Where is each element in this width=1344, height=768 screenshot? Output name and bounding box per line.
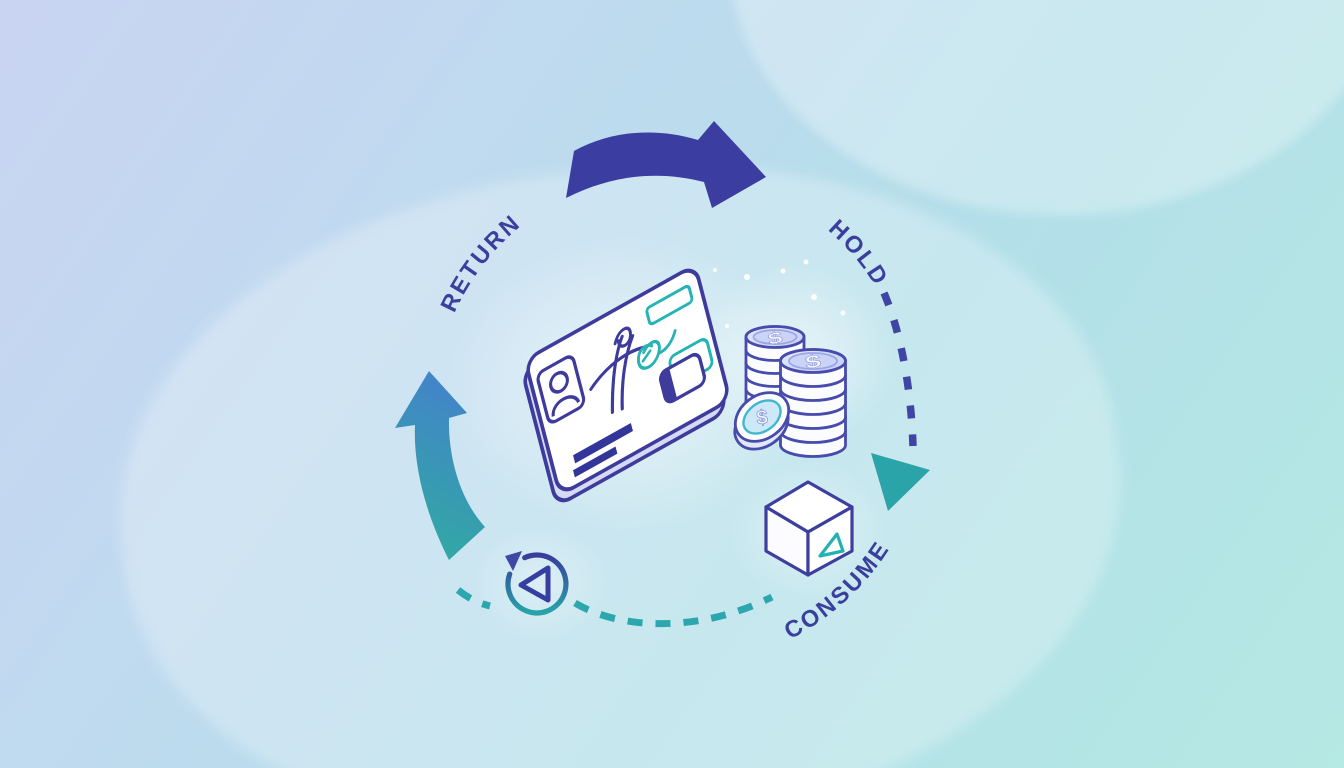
curved-arrow-right-icon xyxy=(566,121,766,208)
card-label-icon xyxy=(645,284,694,326)
cube-triangle-mark-icon xyxy=(818,532,845,558)
coin-dollar-symbol: $ xyxy=(755,406,768,429)
coin-stack-icon: $ $ $ xyxy=(713,259,847,458)
payment-card-icon xyxy=(523,268,729,503)
dashed-arc-consume-to-return xyxy=(455,587,774,628)
dashed-arc-hold-to-consume xyxy=(871,291,930,511)
coin-dollar-symbol: $ xyxy=(804,351,823,373)
cardholder-photo-icon xyxy=(536,355,586,424)
sparkle-dots xyxy=(713,259,846,328)
recycle-play-triangle-icon xyxy=(518,565,551,603)
card-stripes xyxy=(573,393,658,478)
curved-arrow-up-icon xyxy=(395,371,485,560)
recycle-arrowhead-icon xyxy=(505,551,522,571)
signature-scribble-icon xyxy=(589,326,677,414)
tilted-coin-icon: $ xyxy=(733,391,791,451)
card-chip-icon xyxy=(658,338,714,404)
card-body xyxy=(526,268,729,492)
package-cube-icon xyxy=(764,480,854,577)
coin-dollar-symbol: $ xyxy=(766,327,784,348)
teal-arrowhead-icon xyxy=(871,453,930,511)
recycle-restart-icon xyxy=(505,551,569,616)
